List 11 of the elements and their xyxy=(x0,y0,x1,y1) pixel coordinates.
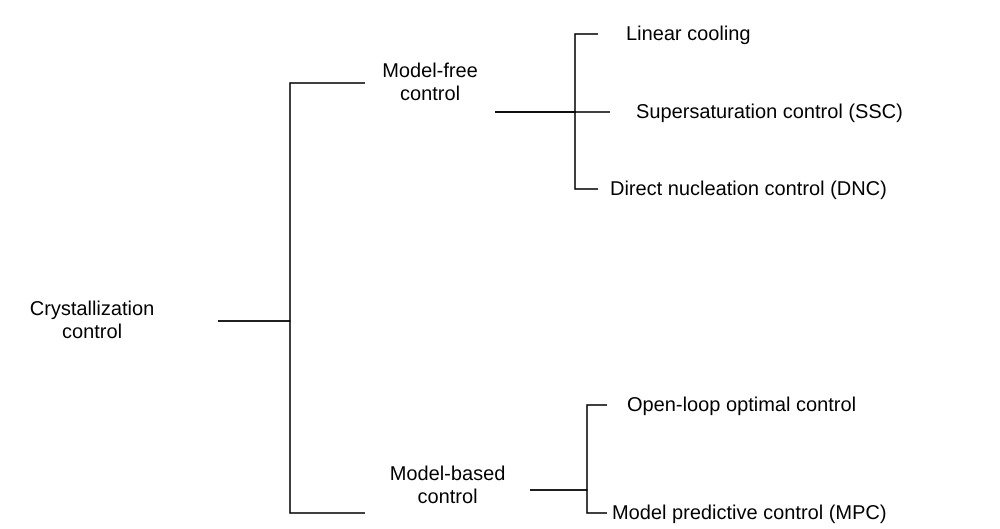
tree-connector xyxy=(530,489,607,514)
node-label: Supersaturation control (SSC) xyxy=(636,100,903,124)
node-label: Model-free control xyxy=(381,60,479,106)
tree-connector xyxy=(495,111,598,190)
node-label: Model predictive control (MPC) xyxy=(612,502,887,525)
node-label: Crystallization control xyxy=(28,298,156,344)
tree-connector xyxy=(218,320,365,514)
node-label: Open-loop optimal control xyxy=(627,394,856,416)
node-label: Linear cooling xyxy=(626,22,751,46)
node-label: Direct nucleation control (DNC) xyxy=(610,178,887,200)
node-label: Model-based control xyxy=(388,463,506,509)
